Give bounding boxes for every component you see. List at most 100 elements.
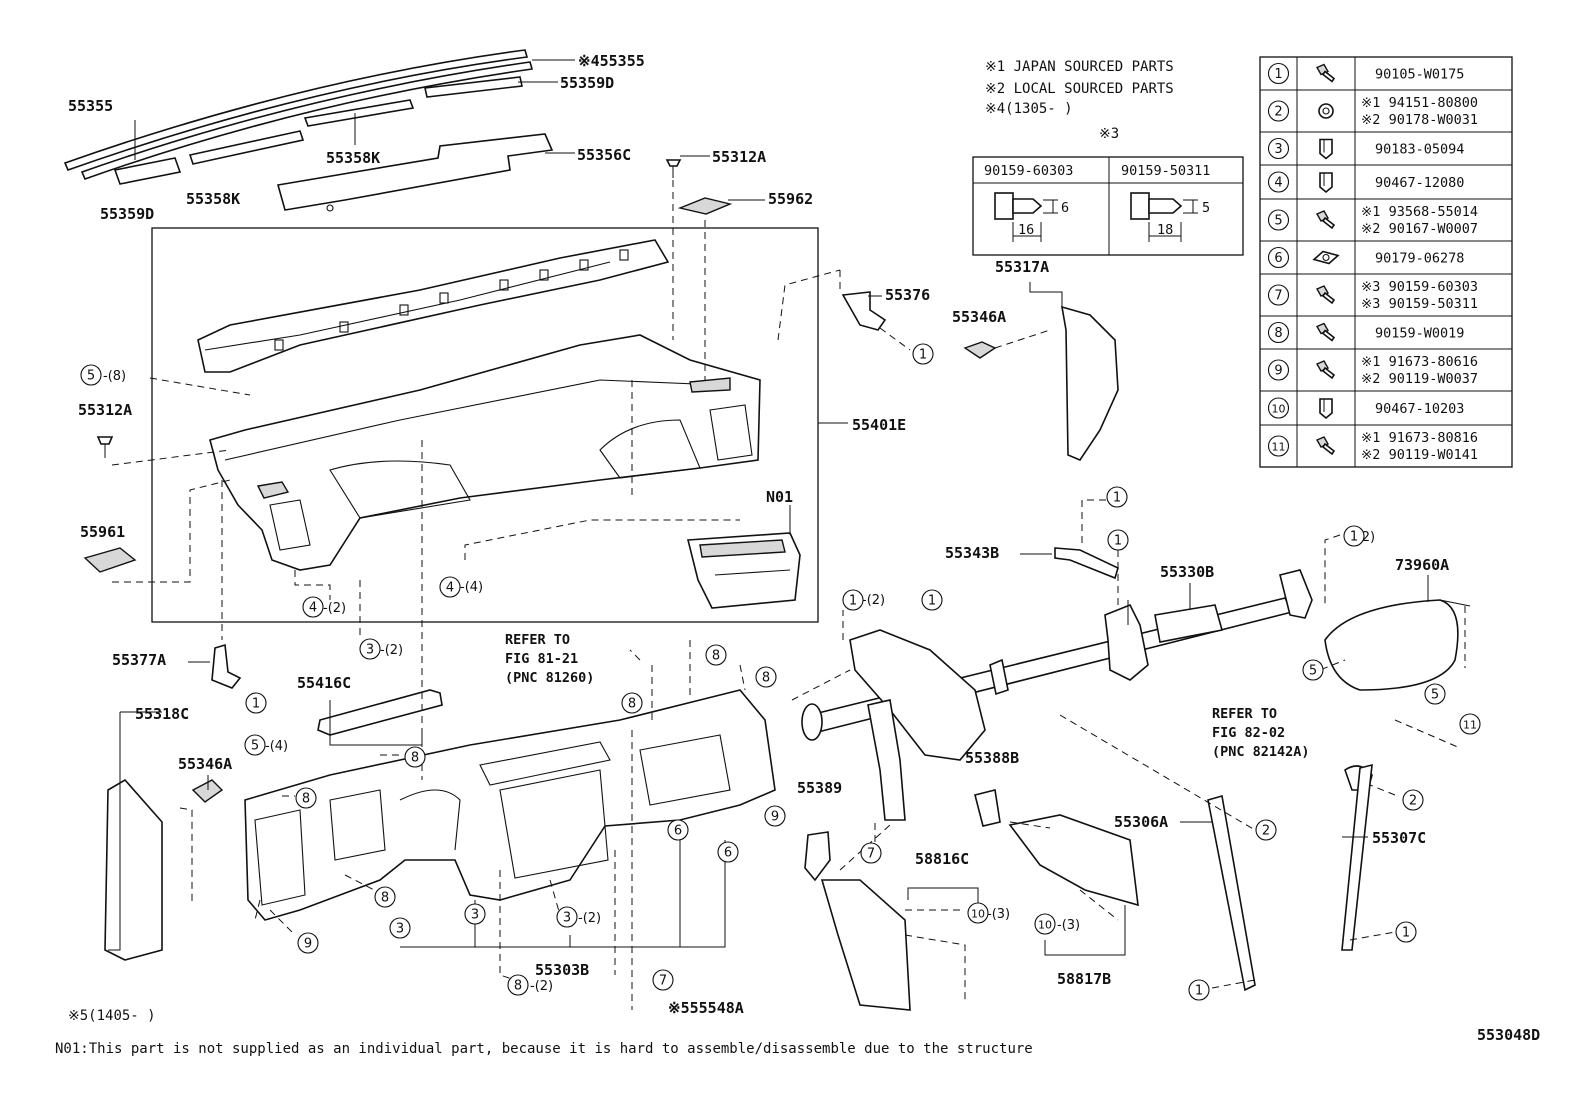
- part-callout-55416C: 55416C: [297, 674, 351, 692]
- fastener-marker-1: 1: [1188, 979, 1210, 1001]
- parts-table-row: 9※1 91673-80616※2 90119-W0037: [1260, 348, 1512, 387]
- fastener-marker-6: 6: [717, 841, 739, 863]
- dash-panel-assembly-frame: [151, 227, 819, 623]
- svg-text:1: 1: [252, 697, 260, 712]
- part-callout-55356C: 55356C: [577, 146, 631, 164]
- fastener-part-number: 90467-10203: [1375, 401, 1464, 417]
- svg-text:9: 9: [771, 810, 779, 825]
- steering-support-beam: [801, 291, 1313, 821]
- fastener-marker-1: 1: [1106, 486, 1128, 508]
- svg-text:3: 3: [471, 908, 479, 923]
- part-callout-58816C: 58816C: [915, 850, 969, 868]
- svg-text:10: 10: [1038, 919, 1052, 932]
- nut-icon: [1318, 103, 1334, 119]
- part-callout-55355a: ※455355: [578, 52, 645, 70]
- left-side-parts: [104, 643, 443, 961]
- bolt-icon: [994, 192, 1058, 242]
- fastener-part-number: ※3 90159-60303: [1361, 279, 1478, 295]
- parts-table-row: 5※1 93568-55014※2 90167-W0007: [1260, 198, 1512, 237]
- parts-table-row: 2※1 94151-80800※2 90178-W0031: [1260, 89, 1512, 128]
- fastener-part-number: ※1 93568-55014: [1361, 204, 1478, 220]
- svg-text:8: 8: [712, 649, 720, 664]
- svg-text:2: 2: [1409, 794, 1417, 809]
- part-callout-55346Aa: 55346A: [952, 308, 1006, 326]
- part-callout-55318C: 55318C: [135, 705, 189, 723]
- svg-text:8: 8: [762, 671, 770, 686]
- clip-icon: [1319, 138, 1333, 160]
- fastener-marker-1: 1: [245, 692, 267, 714]
- part-callout-55388B: 55388B: [965, 749, 1019, 767]
- fastener-marker-1: 1: [1395, 921, 1417, 943]
- part-callout-55307C: 55307C: [1372, 829, 1426, 847]
- bolt-table-header-2: 90159-50311: [1121, 163, 1210, 179]
- part-callout-55359Db: 55359D: [100, 205, 154, 223]
- fastener-marker-1: 1: [842, 589, 864, 611]
- part-callout-55330B: 55330B: [1160, 563, 1214, 581]
- fastener-marker-5: 5: [1302, 659, 1324, 681]
- bolt-icon: [1316, 285, 1336, 305]
- svg-text:5: 5: [1431, 688, 1439, 703]
- svg-text:1: 1: [928, 594, 936, 609]
- bolt-icon: [1130, 192, 1198, 242]
- fastener-marker-1: 1: [921, 589, 943, 611]
- fastener-part-number: ※3 90159-50311: [1361, 296, 1478, 312]
- fastener-part-number: 90159-W0019: [1375, 326, 1464, 342]
- qty-q4_4: -(4): [460, 580, 483, 595]
- row-index: 9: [1274, 364, 1282, 379]
- bolt-icon: [1316, 210, 1336, 230]
- qty-q10_3a: -(3): [987, 907, 1010, 922]
- clip-55312a-top: [665, 159, 682, 178]
- part-callout-55358Kb: 55358K: [186, 190, 240, 208]
- fastener-part-number: 90179-06278: [1375, 251, 1464, 267]
- qty-q3_2a: -(2): [380, 643, 403, 658]
- fastener-marker-1: 1: [1107, 529, 1129, 551]
- vent-55961: [83, 547, 137, 573]
- svg-text:1: 1: [1350, 530, 1358, 545]
- svg-text:8: 8: [411, 751, 419, 766]
- svg-text:3: 3: [563, 911, 571, 926]
- nut-plate-icon: [1312, 250, 1340, 265]
- bolt-icon: [1316, 322, 1336, 342]
- fastener-marker-10: 10: [967, 902, 989, 924]
- svg-text:7: 7: [659, 974, 667, 989]
- svg-text:2: 2: [1262, 824, 1270, 839]
- clip-icon: [1319, 172, 1333, 194]
- bolt-icon: [1316, 63, 1336, 83]
- part-callout-55346Ab: 55346A: [178, 755, 232, 773]
- fastener-marker-2: 2: [1255, 819, 1277, 841]
- part-callout-55355: 55355: [68, 97, 113, 115]
- note-local-sourced: ※2 LOCAL SOURCED PARTS: [985, 81, 1174, 97]
- row-index: 8: [1274, 326, 1282, 341]
- row-index: 11: [1272, 441, 1286, 454]
- refer-r2a: REFER TO: [1212, 706, 1277, 722]
- refer-r2c: (PNC 82142A): [1212, 744, 1310, 760]
- fastener-marker-11: 11: [1459, 713, 1481, 735]
- parts-table-row: 6 90179-06278: [1260, 240, 1512, 269]
- svg-text:1: 1: [1114, 534, 1122, 549]
- fastener-marker-7: 7: [652, 969, 674, 991]
- row-index: 6: [1274, 251, 1282, 266]
- fastener-marker-1: 1: [1343, 525, 1365, 547]
- svg-text:10: 10: [971, 908, 985, 921]
- fastener-marker-8: 8: [374, 886, 396, 908]
- part-callout-55548A: ※555548A: [668, 999, 744, 1017]
- fastener-marker-8: 8: [621, 692, 643, 714]
- fastener-marker-1: 1: [912, 343, 934, 365]
- fastener-marker-6: 6: [667, 819, 689, 841]
- row-index: 3: [1274, 142, 1282, 157]
- svg-text:5: 5: [87, 369, 95, 384]
- solid-leaders: [108, 59, 1429, 956]
- svg-text:8: 8: [514, 979, 522, 994]
- part-callout-73960A: 73960A: [1395, 556, 1449, 574]
- fastener-marker-3: 3: [556, 906, 578, 928]
- svg-text:8: 8: [302, 792, 310, 807]
- part-callout-55306A: 55306A: [1114, 813, 1168, 831]
- fastener-part-number: ※1 91673-80816: [1361, 430, 1478, 446]
- fastener-marker-8: 8: [507, 974, 529, 996]
- fastener-part-number: ※1 91673-80616: [1361, 354, 1478, 370]
- svg-text:9: 9: [304, 937, 312, 952]
